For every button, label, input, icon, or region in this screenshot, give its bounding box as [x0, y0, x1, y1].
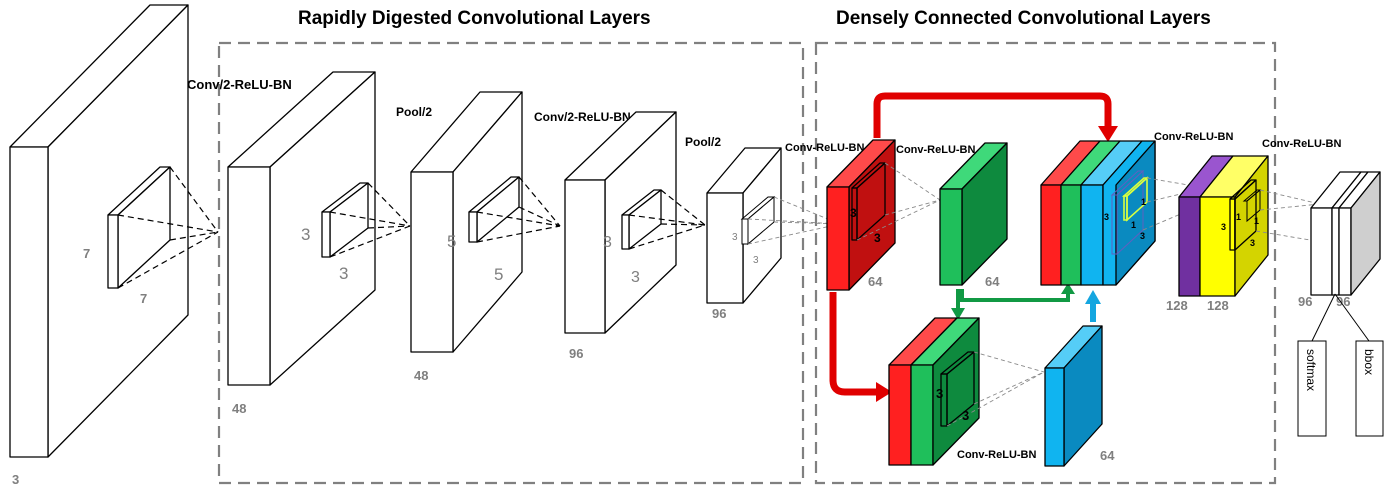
op-dense-e-label: Conv-ReLU-BN — [1154, 131, 1233, 143]
dense-block-e-kernel-1a: 1 — [1236, 212, 1241, 222]
rdcl-section-frame — [217, 41, 805, 485]
output-block-f-channels-left: 96 — [1298, 294, 1312, 309]
dense-block-b-channels: 64 — [985, 274, 1000, 289]
dense-skip-arrow-bottom-head — [876, 382, 892, 402]
output-block-f-channels-right: 96 — [1336, 294, 1350, 309]
layer3-kernel-projection — [628, 189, 706, 250]
dense-block-e-kernel-3a: 3 — [1221, 222, 1226, 232]
dense-skip-arrow-top-head — [1098, 126, 1118, 142]
head-bbox-box: bbox — [1355, 340, 1384, 437]
input-kernel-projection — [117, 166, 219, 289]
op-pool1-label: Pool/2 — [396, 105, 432, 119]
layer4-channels-label: 96 — [712, 306, 726, 321]
dense-arrow-b-down-head — [951, 308, 965, 320]
dense-block-c-kernel-w: 3 — [962, 408, 969, 423]
head-bbox-label: bbox — [1362, 349, 1376, 375]
op-pool2-label: Pool/2 — [685, 135, 721, 149]
dense-block-a-kernel-h: 3 — [850, 206, 857, 220]
layer2-channels-label: 48 — [414, 368, 428, 383]
layer4-kernel-height: 3 — [732, 232, 738, 243]
rdcl-section-title: Rapidly Digested Convolutional Layers — [298, 8, 651, 29]
layer1-channels-label: 48 — [232, 401, 246, 416]
head-line-bbox — [1334, 293, 1370, 342]
dense-concat-kernel-1b: 1 — [1131, 220, 1136, 230]
dense-block-c — [888, 317, 980, 466]
dense-block-e-kernel-3b: 3 — [1250, 238, 1255, 248]
layer1-kernel-projection — [329, 182, 411, 258]
layer3-kernel-width: 3 — [631, 269, 640, 286]
dense-concat-kernel-3b: 3 — [1140, 231, 1145, 241]
dense-arrow-d-up-head — [1085, 290, 1101, 304]
dense-block-a-kernel-w: 3 — [874, 231, 881, 245]
op-conv2-label: Conv/2-ReLU-BN — [534, 110, 631, 124]
dense-concat-kernel-1a: 1 — [1141, 197, 1146, 207]
dense-block-a — [826, 139, 896, 291]
layer3-channels-label: 96 — [569, 346, 583, 361]
dense-block-e-projection — [1255, 189, 1321, 241]
dense-skip-arrow-bottom — [829, 292, 878, 396]
dense-concat-kernel-3a: 3 — [1104, 212, 1109, 222]
dense-block-c-projection — [946, 351, 1045, 427]
layer4-kernel-width: 3 — [753, 255, 759, 266]
mscl-section-title: Densely Connected Convolutional Layers — [836, 8, 1211, 29]
layer2-kernel-width: 5 — [494, 265, 503, 284]
dense-arrow-b-right — [960, 289, 1070, 302]
dense-arrow-b-right-head — [1061, 283, 1075, 294]
mscl-section-frame — [814, 41, 1277, 485]
input-kernel-width: 7 — [140, 291, 147, 306]
head-softmax-label: softmax — [1304, 349, 1318, 391]
dense-block-d — [1044, 325, 1103, 467]
input-channels-label: 3 — [12, 472, 19, 487]
layer3-kernel-height: 3 — [603, 234, 612, 251]
dense-block-e-kernel-1b: 1 — [1254, 216, 1259, 226]
layer2-kernel-height: 5 — [447, 232, 456, 251]
op-dense-b-label: Conv-ReLU-BN — [896, 144, 975, 156]
op-dense-a-label: Conv-ReLU-BN — [785, 142, 864, 154]
op-conv1-label: Conv/2-ReLU-BN — [187, 77, 292, 92]
op-dense-f-label: Conv-ReLU-BN — [1262, 138, 1341, 150]
layer1-kernel-width: 3 — [339, 264, 348, 283]
layer2-kernel-projection — [476, 176, 561, 243]
output-block-f — [1310, 171, 1381, 296]
head-line-softmax — [1311, 293, 1336, 342]
input-kernel-height: 7 — [83, 246, 90, 261]
layer2-block — [410, 91, 523, 353]
op-dense-c-label: Conv-ReLU-BN — [957, 449, 1036, 461]
dense-block-a-projection — [856, 162, 941, 241]
dense-concat-block — [1040, 140, 1156, 286]
dense-skip-arrow-top — [873, 92, 1112, 138]
dense-block-c-kernel-h: 3 — [936, 386, 943, 401]
head-softmax-box: softmax — [1297, 340, 1327, 437]
dense-block-e-channels-purple: 128 — [1166, 298, 1188, 313]
layer3-kernel — [621, 189, 662, 250]
dense-block-e-kernel — [1229, 179, 1262, 251]
dense-block-a-channels: 64 — [868, 274, 883, 289]
dense-block-b — [939, 142, 1008, 286]
dense-block-e-channels-yellow: 128 — [1207, 298, 1229, 313]
layer1-kernel-height: 3 — [301, 225, 310, 244]
dense-block-d-channels: 64 — [1100, 448, 1115, 463]
